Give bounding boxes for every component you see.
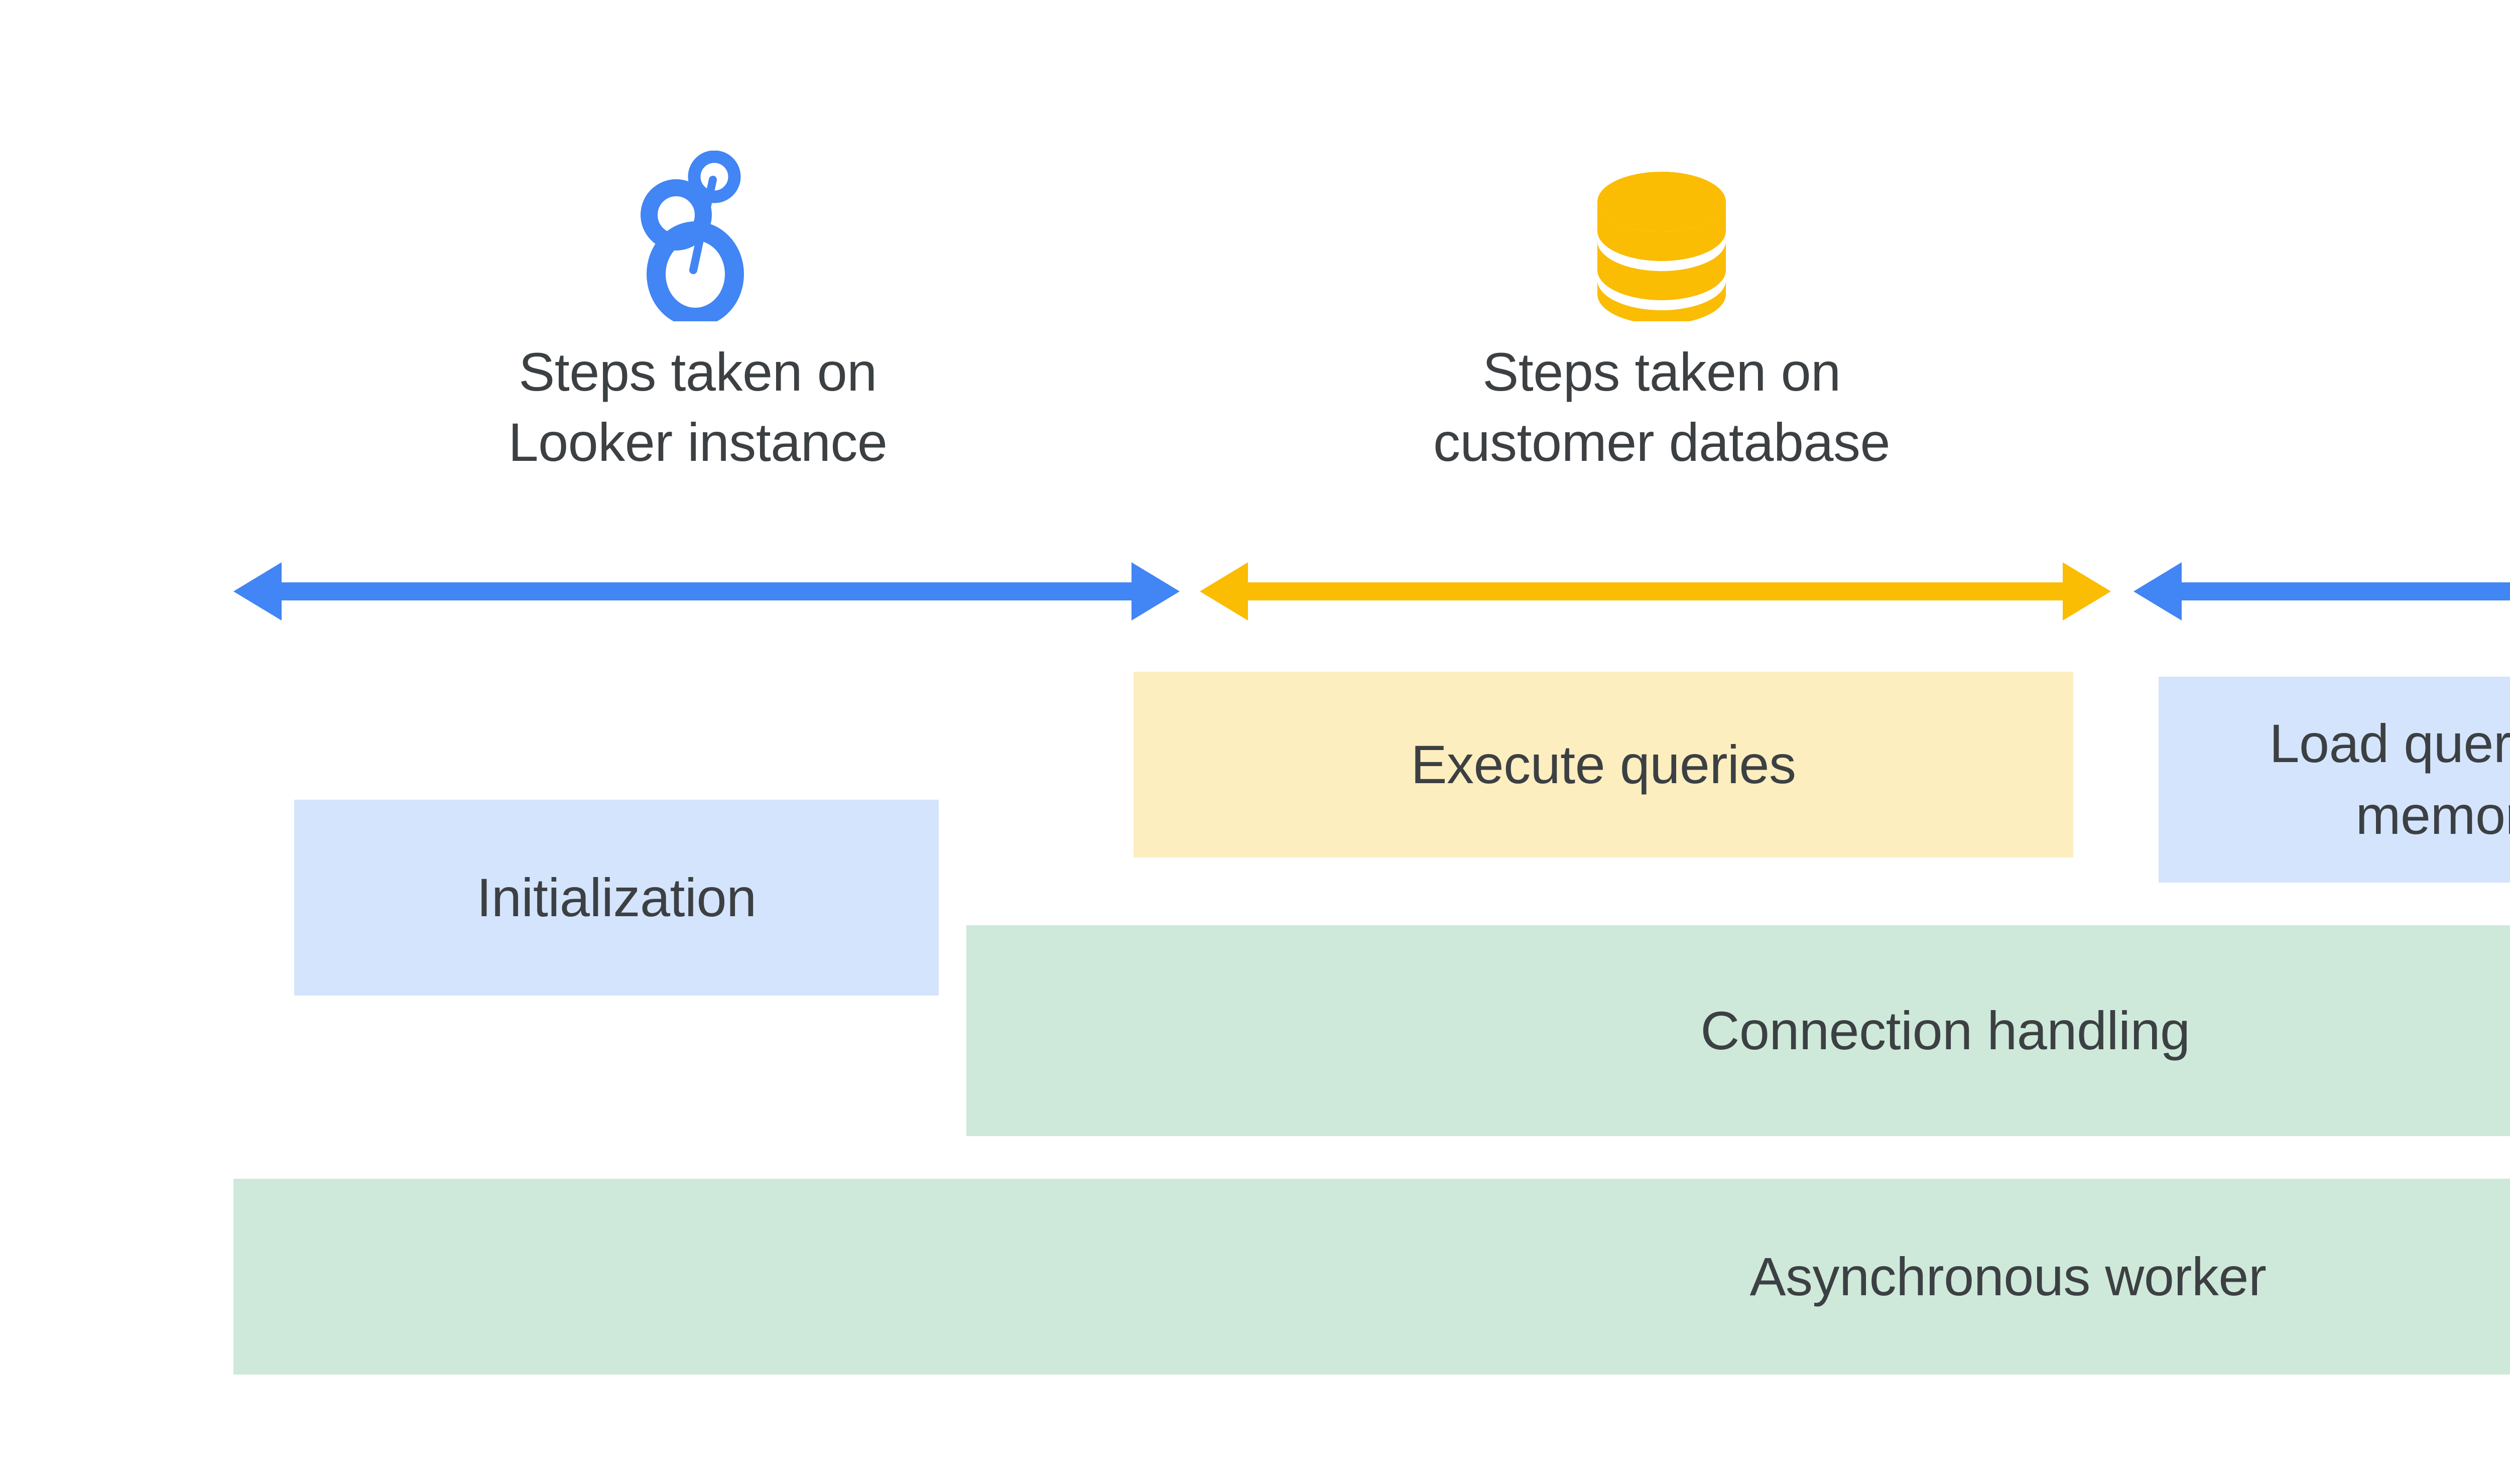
box-label: Connection handling (1700, 1000, 2190, 1061)
box-execute-queries[interactable]: Execute queries (1134, 672, 2073, 857)
database-cylinder-icon (1386, 166, 1938, 324)
box-connection-handling[interactable]: Connection handling (966, 925, 2510, 1136)
box-label: Load queries in memory (2269, 713, 2510, 845)
looker-span-left-arrow (233, 551, 1180, 632)
box-label: Asynchronous worker (1749, 1246, 2267, 1307)
group-steps-looker-left: Steps taken on Looker instance (447, 150, 949, 478)
looker-span-right-arrow (2134, 551, 2510, 632)
box-initialization[interactable]: Initialization (294, 800, 939, 996)
box-label: Execute queries (1411, 733, 1796, 795)
group-label: Steps taken on Looker instance (508, 341, 888, 473)
box-load-queries-in-memory[interactable]: Load queries in memory (2159, 677, 2510, 883)
group-steps-customer-database: Steps taken on customer database (1386, 166, 1938, 478)
group-label: Steps taken on customer database (1433, 341, 1891, 473)
looker-logo-icon (447, 150, 949, 327)
box-asynchronous-worker[interactable]: Asynchronous worker (233, 1179, 2510, 1375)
box-label: Initialization (476, 867, 757, 928)
database-span-arrow (1200, 551, 2111, 632)
